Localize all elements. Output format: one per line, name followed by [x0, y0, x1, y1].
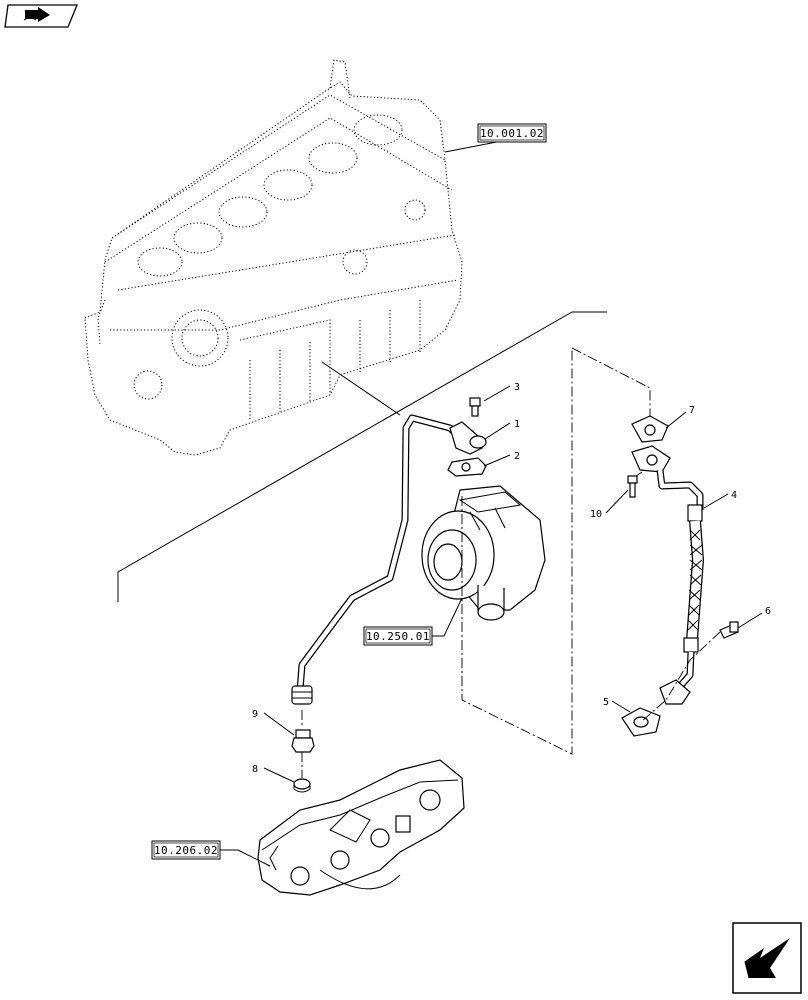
sealing-washer [293, 778, 311, 793]
callout-1: 1 [514, 419, 520, 430]
turbocharger [421, 485, 546, 621]
callout-2: 2 [514, 451, 520, 462]
engine-block [84, 59, 463, 456]
next-page-arrow-icon[interactable] [732, 922, 802, 994]
leader-ref-filter [220, 849, 271, 867]
ref-label-engine-block: 10.001.02 [480, 127, 544, 140]
bolt10-dashdot [635, 471, 643, 477]
turbo-dashdot [461, 348, 573, 755]
leader-2 [483, 454, 511, 467]
ref-box-turbocharger[interactable]: 10.250.01 [363, 626, 433, 646]
leader-ref-turbo [432, 597, 463, 637]
leader-9 [263, 712, 295, 736]
book-arrow-icon[interactable] [4, 4, 78, 28]
hose-bolt [719, 621, 739, 639]
gasket [447, 457, 487, 477]
leader-10 [605, 489, 629, 514]
section-line [117, 311, 607, 573]
oil-feed-pipe [291, 414, 487, 705]
callout-8: 8 [252, 764, 258, 775]
callout-5: 5 [603, 697, 609, 708]
ref-box-oil-filter[interactable]: 10.206.02 [151, 840, 221, 860]
leader-6 [737, 612, 763, 629]
flange-bolt [627, 475, 638, 498]
ref-box-engine-block[interactable]: 10.001.02 [477, 123, 547, 143]
leader-7 [665, 411, 687, 429]
callout-6: 6 [765, 606, 771, 617]
ref-label-oil-filter: 10.206.02 [154, 844, 218, 857]
callout-10: 10 [590, 509, 602, 520]
leader-4 [703, 493, 729, 509]
flange-dashdot [640, 631, 721, 723]
flange [621, 707, 661, 737]
leader-3 [483, 385, 511, 402]
callout-3: 3 [514, 382, 520, 393]
connector-fitting [291, 729, 315, 753]
banjo-bolt [469, 397, 481, 417]
leader-5 [611, 700, 631, 713]
callout-4: 4 [731, 490, 737, 501]
oil-filter-housing [257, 759, 465, 896]
ref-label-turbocharger: 10.250.01 [366, 630, 430, 643]
callout-7: 7 [689, 405, 695, 416]
return-dashdot [571, 347, 651, 416]
callout-9: 9 [252, 709, 258, 720]
oil-return-hose [631, 415, 705, 705]
engine-leader [321, 361, 401, 416]
leader-8 [263, 767, 295, 783]
leader-1 [484, 422, 511, 440]
